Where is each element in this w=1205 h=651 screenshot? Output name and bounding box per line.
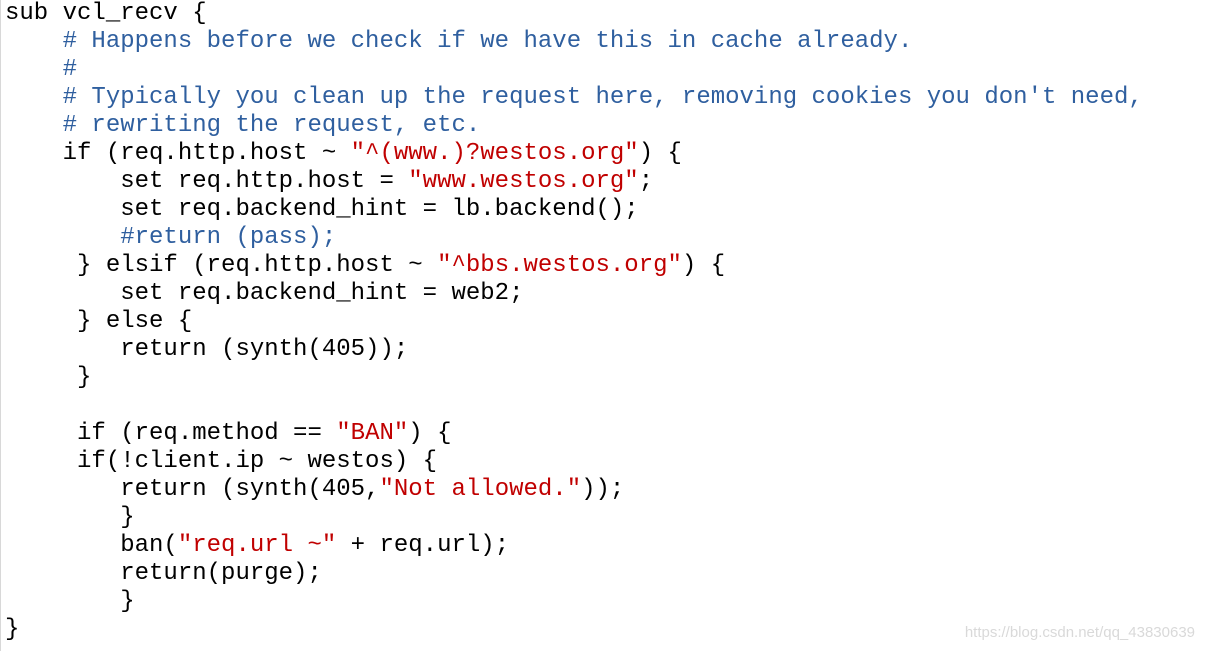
code-line: return (synth(405)); [5,336,1143,364]
code-content[interactable]: sub vcl_recv { # Happens before we check… [5,0,1143,644]
code-text: return(purge); [5,560,322,587]
code-line: } [5,364,1143,392]
code-text: set req.http.host = [5,168,409,195]
code-text [5,112,63,139]
code-line: # [5,56,1143,84]
code-comment: #return (pass); [120,224,337,251]
code-text [5,84,63,111]
code-string: "Not allowed." [379,476,582,503]
code-line: } else { [5,308,1143,336]
code-text [5,56,63,83]
code-comment: # [62,56,78,83]
code-line: return(purge); [5,560,1143,588]
code-line: } elsif (req.http.host ~ "^bbs.westos.or… [5,252,1143,280]
code-text: sub vcl_recv { [5,0,207,27]
code-line: ban("req.url ~" + req.url); [5,532,1143,560]
code-text: } elsif (req.http.host ~ [5,252,438,279]
code-line: if (req.http.host ~ "^(www.)?westos.org"… [5,140,1143,168]
code-text: if(!client.ip ~ westos) { [5,448,438,475]
code-text: } [5,364,92,391]
code-line: if (req.method == "BAN") { [5,420,1143,448]
code-line: # rewriting the request, etc. [5,112,1143,140]
code-comment: # Typically you clean up the request her… [62,84,1143,111]
code-text: return (synth(405, [5,476,380,503]
code-line: # Happens before we check if we have thi… [5,28,1143,56]
code-text: ) { [408,420,452,447]
code-line: return (synth(405,"Not allowed.")); [5,476,1143,504]
code-line: set req.backend_hint = lb.backend(); [5,196,1143,224]
code-text: } [5,588,135,615]
code-string: "req.url ~" [177,532,337,559]
code-text: set req.backend_hint = web2; [5,280,524,307]
code-line: set req.http.host = "www.westos.org"; [5,168,1143,196]
watermark: https://blog.csdn.net/qq_43830639 [964,624,1195,641]
code-string: "^bbs.westos.org" [437,252,682,279]
code-line: if(!client.ip ~ westos) { [5,448,1143,476]
code-line: } [5,588,1143,616]
code-text: ) { [638,140,682,167]
code-string: "BAN" [336,420,409,447]
code-line: set req.backend_hint = web2; [5,280,1143,308]
code-text: ban( [5,532,178,559]
code-text: } else { [5,308,193,335]
code-line: sub vcl_recv { [5,0,1143,28]
code-text: return (synth(405)); [5,336,409,363]
code-comment: # rewriting the request, etc. [62,112,481,139]
code-comment: # Happens before we check if we have thi… [62,28,913,55]
code-text: ) { [681,252,726,279]
code-text: )); [581,476,625,503]
code-text: } [5,616,20,643]
code-text: ; [638,168,654,195]
code-text: + req.url); [336,532,510,559]
code-text: if (req.http.host ~ [5,140,351,167]
code-text: } [5,504,135,531]
code-text: set req.backend_hint = lb.backend(); [5,196,639,223]
code-text: if (req.method == [5,420,337,447]
code-line: } [5,616,1143,644]
code-text [5,28,63,55]
code-line [5,392,1143,420]
code-line: } [5,504,1143,532]
code-line: #return (pass); [5,224,1143,252]
code-string: "^(www.)?westos.org" [350,140,639,167]
code-line: # Typically you clean up the request her… [5,84,1143,112]
code-string: "www.westos.org" [408,168,639,195]
code-text [5,224,120,251]
